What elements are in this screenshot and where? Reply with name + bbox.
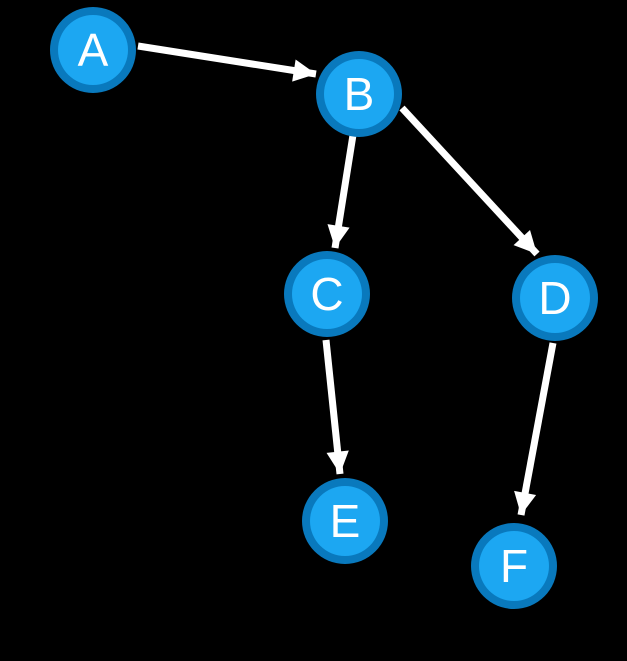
edge-B-C-arrow (327, 134, 357, 249)
edges-layer (137, 42, 557, 516)
edge-B-D-arrow (399, 105, 540, 257)
node-F-circle (479, 531, 549, 601)
graph-node-C[interactable]: C (284, 251, 370, 337)
node-C-circle (292, 259, 362, 329)
edge-A-B-arrow (137, 42, 317, 82)
node-E-circle (310, 486, 380, 556)
graph-node-D[interactable]: D (512, 255, 598, 341)
edge-D-F-arrow (514, 342, 557, 516)
graph-node-B[interactable]: B (316, 51, 402, 137)
node-D-circle (520, 263, 590, 333)
graph-node-A[interactable]: A (50, 7, 136, 93)
graph-node-F[interactable]: F (471, 523, 557, 609)
edge-C-E-arrow (322, 339, 349, 475)
node-B-circle (324, 59, 394, 129)
node-A-circle (58, 15, 128, 85)
graph-node-E[interactable]: E (302, 478, 388, 564)
